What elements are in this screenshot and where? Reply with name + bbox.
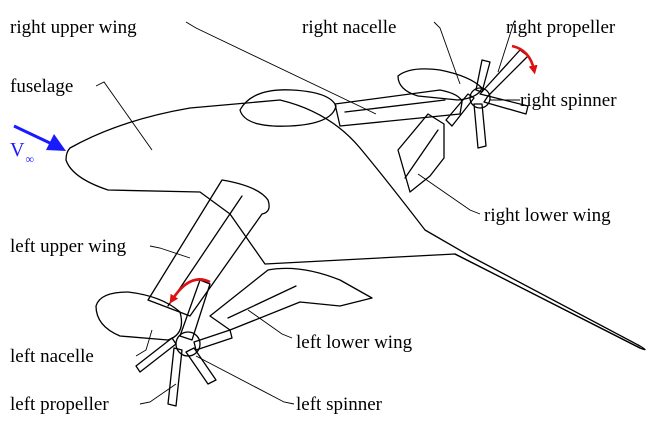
left-spinner <box>176 332 200 356</box>
label-left-upper-wing: left upper wing <box>10 236 127 257</box>
label-left-lower-wing: left lower wing <box>296 332 413 353</box>
right-lower-wing <box>398 114 444 192</box>
left-rotation-arrow <box>172 279 210 300</box>
left-lower-wing <box>210 268 372 330</box>
right-lower-wing-inner <box>405 130 438 178</box>
label-fuselage: fuselage <box>10 76 73 97</box>
canopy <box>240 90 336 126</box>
right-propeller <box>446 50 528 148</box>
label-left-propeller: left propeller <box>10 394 109 415</box>
left-nacelle <box>96 292 182 340</box>
label-right-propeller: right propeller <box>506 17 616 38</box>
left-upper-wing <box>148 180 269 316</box>
left-lower-wing-inner <box>228 286 296 318</box>
label-right-spinner: right spinner <box>520 90 617 111</box>
main-wing-edge <box>455 254 640 348</box>
left-propeller <box>136 280 232 406</box>
label-left-spinner: left spinner <box>296 394 383 415</box>
label-left-nacelle: left nacelle <box>10 346 94 367</box>
freestream-label: V∞ <box>10 139 34 166</box>
label-right-lower-wing: right lower wing <box>484 205 611 226</box>
right-rotation-arrow <box>512 46 534 70</box>
right-upper-wing <box>335 90 462 126</box>
label-right-nacelle: right nacelle <box>302 17 396 38</box>
label-right-upper-wing: right upper wing <box>10 17 137 38</box>
